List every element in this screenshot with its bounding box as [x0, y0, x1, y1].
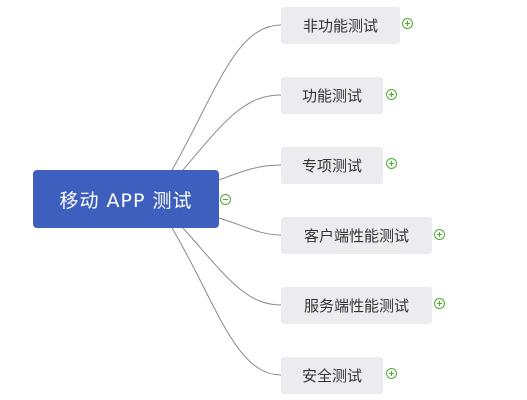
child-node-label: 专项测试 [301, 157, 362, 175]
expand-icon[interactable] [386, 89, 397, 100]
child-node-label: 安全测试 [301, 367, 362, 385]
child-node-label: 功能测试 [301, 87, 362, 105]
child-node-2[interactable]: 专项测试 [281, 147, 383, 184]
expand-icon[interactable] [386, 158, 397, 169]
expand-icon[interactable] [386, 368, 397, 379]
child-node-label: 服务端性能测试 [303, 297, 409, 315]
child-node-4[interactable]: 服务端性能测试 [281, 287, 432, 324]
expand-icon[interactable] [434, 229, 445, 240]
child-node-1[interactable]: 功能测试 [281, 77, 383, 114]
root-node[interactable]: 移动 APP 测试 [33, 170, 219, 228]
expand-icon[interactable] [402, 18, 413, 29]
child-node-5[interactable]: 安全测试 [281, 357, 383, 394]
child-node-label: 非功能测试 [302, 17, 378, 35]
child-node-0[interactable]: 非功能测试 [281, 7, 400, 44]
child-node-3[interactable]: 客户端性能测试 [281, 217, 432, 254]
connector-1 [182, 94, 282, 171]
root-node-label: 移动 APP 测试 [59, 189, 193, 212]
connector-0 [171, 24, 282, 171]
connector-3 [218, 217, 282, 236]
connector-2 [218, 164, 282, 181]
child-node-label: 客户端性能测试 [303, 227, 409, 245]
collapse-icon[interactable] [220, 194, 231, 205]
connector-4 [182, 227, 282, 306]
expand-icon[interactable] [434, 298, 445, 309]
connector-5 [171, 227, 282, 376]
